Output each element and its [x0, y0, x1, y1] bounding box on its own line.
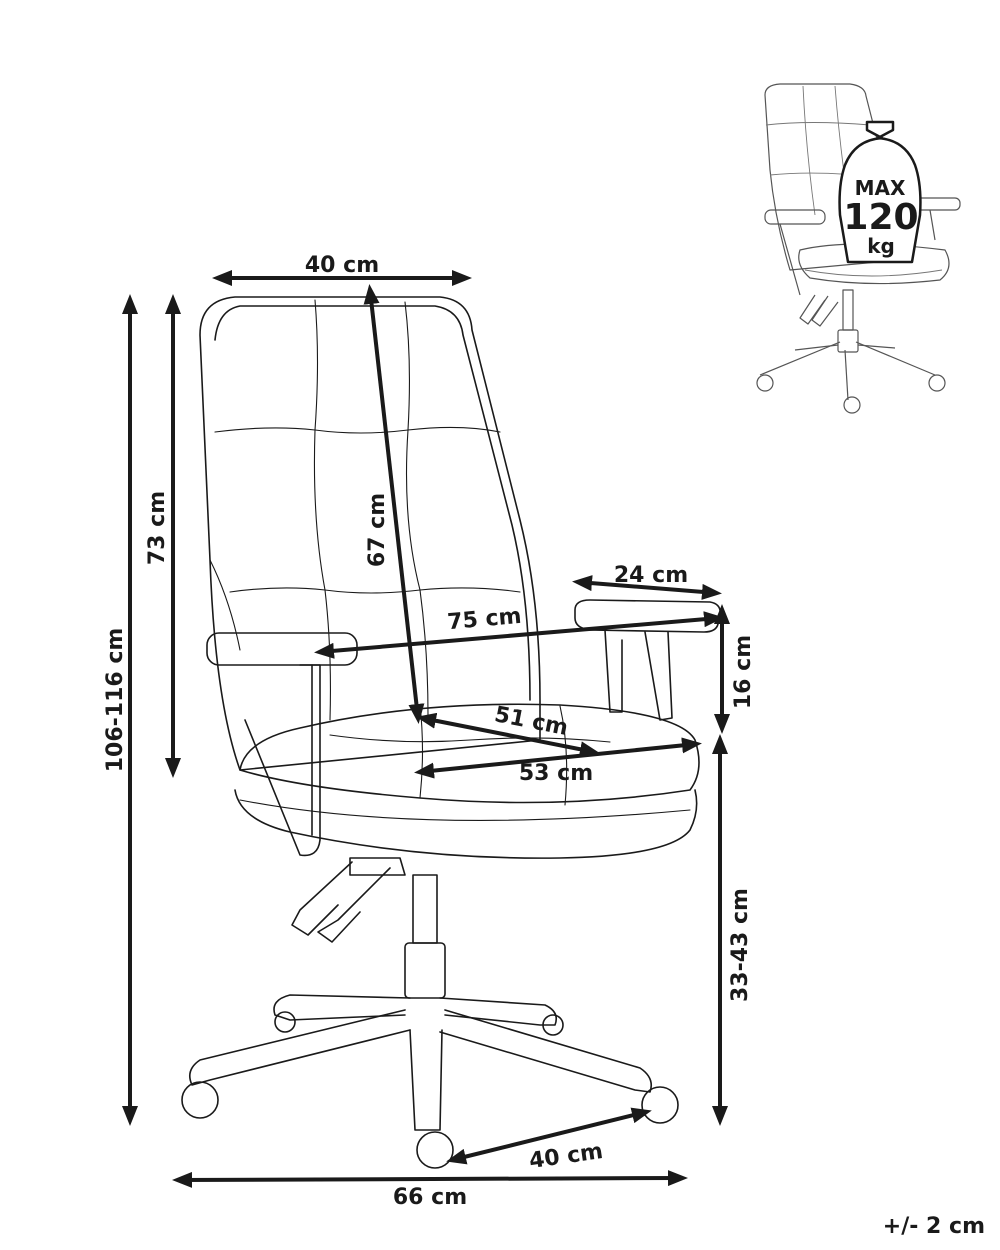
- max-load-value: 120: [843, 197, 918, 238]
- armrest-length-arrow: [572, 575, 722, 600]
- base-width-label: 66 cm: [393, 1185, 467, 1210]
- arm-span-label: 75 cm: [446, 604, 522, 635]
- base-leg-arrow: [446, 1107, 652, 1165]
- armrest-height-label: 16 cm: [731, 635, 756, 709]
- back-height-label: 73 cm: [145, 491, 170, 565]
- dimension-labels: 40 cm 106-116 cm 73 cm 67 cm 24 cm 16 cm…: [103, 253, 756, 1210]
- base-width-arrow: [172, 1170, 688, 1188]
- armrest-length-label: 24 cm: [614, 563, 688, 588]
- seat-height-label: 33-43 cm: [728, 888, 753, 1002]
- max-load-label: MAX: [855, 176, 906, 200]
- seat-width-label: 53 cm: [519, 761, 593, 786]
- back-width-label: 40 cm: [305, 253, 379, 278]
- weight-icon: [838, 120, 922, 264]
- max-load-unit: kg: [867, 234, 895, 258]
- back-inner-height-label: 67 cm: [365, 493, 390, 567]
- dimension-lines: [122, 270, 730, 1188]
- arm-span-arrow: [314, 611, 724, 659]
- overall-height-label: 106-116 cm: [103, 628, 128, 773]
- base-leg-label: 40 cm: [528, 1139, 605, 1174]
- tolerance-note: +/- 2 cm: [883, 1214, 985, 1239]
- seat-width-arrow: [414, 737, 702, 779]
- chair-drawing: [181, 296, 722, 1169]
- max-load-badge: MAX 120 kg: [838, 120, 922, 264]
